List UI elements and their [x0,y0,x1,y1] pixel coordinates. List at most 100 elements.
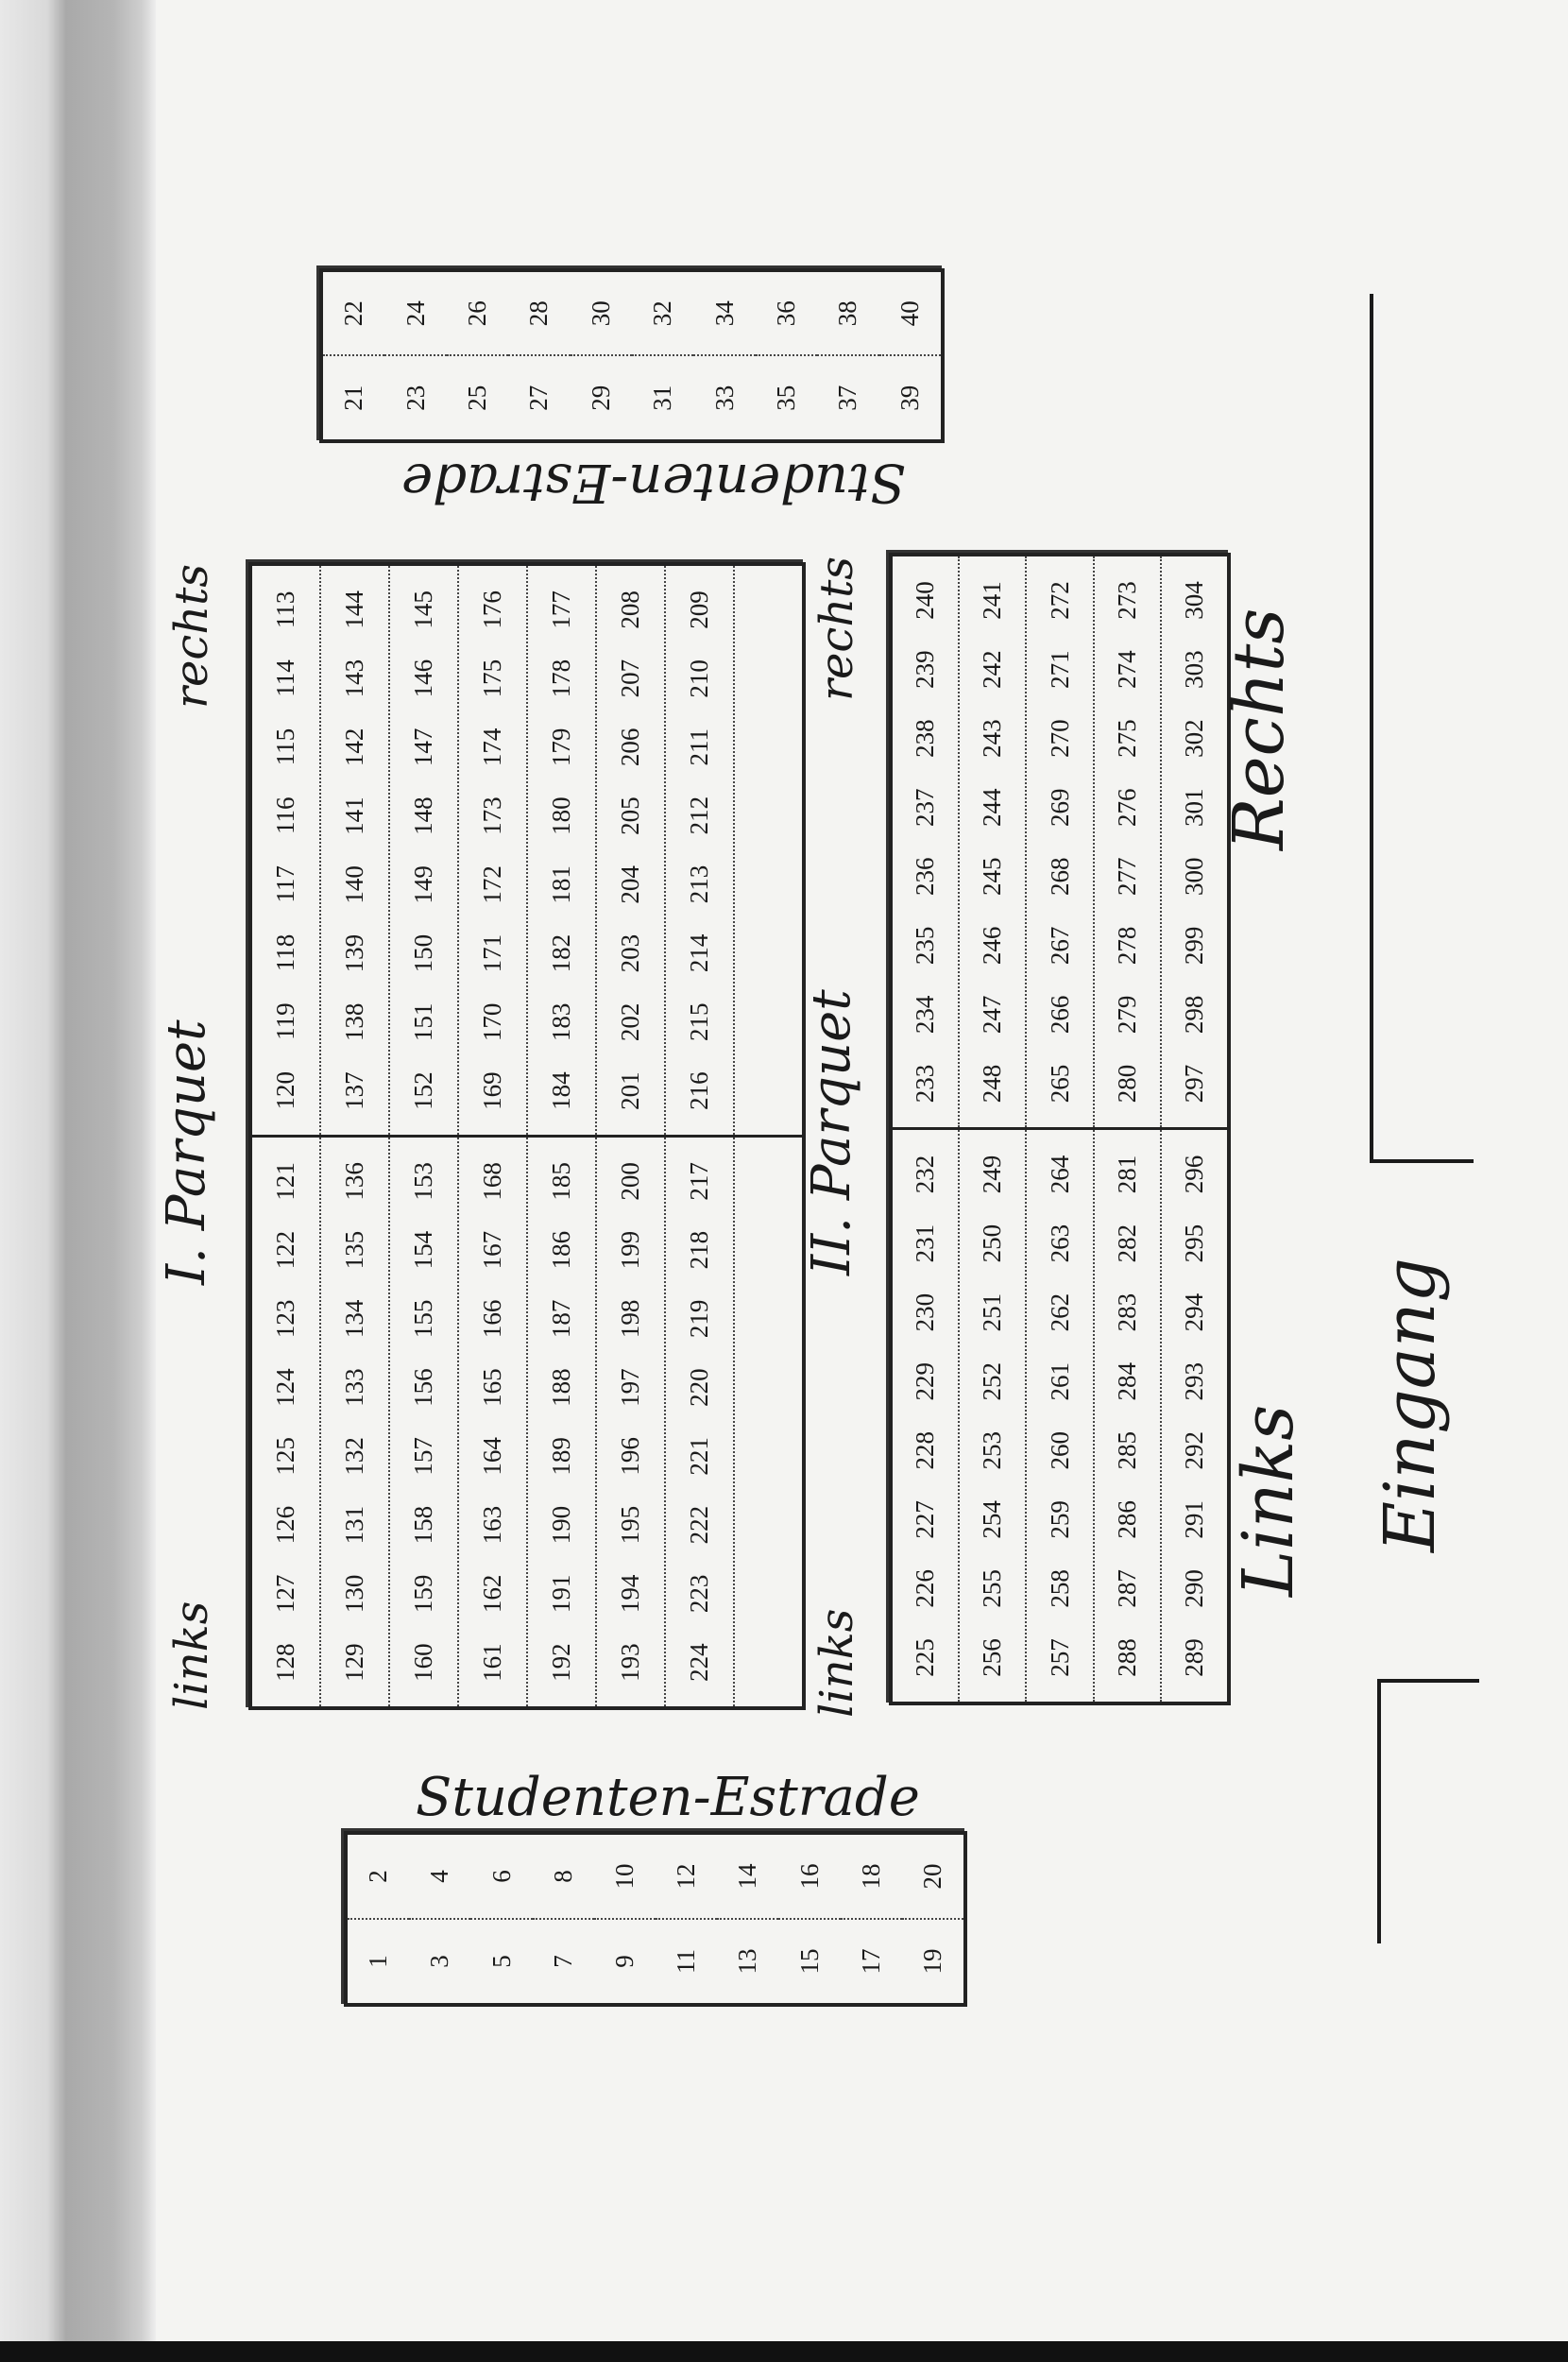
seat-number: 241 [978,581,1007,620]
seat-number: 181 [547,865,575,904]
seat-number: 267 [1045,926,1074,966]
seat-number: 213 [685,864,713,904]
seat-number: 141 [340,796,368,835]
seat-number: 196 [616,1437,644,1476]
seat-number: 158 [409,1505,437,1545]
seat-number: 192 [547,1643,575,1682]
seat-number: 20 [917,1863,946,1890]
seat-number: 229 [911,1361,940,1401]
seat-number: 280 [1112,1064,1141,1104]
seat-number: 117 [271,865,299,903]
seat-number: 246 [978,926,1007,966]
entrance-label: Eingang [1370,1258,1451,1552]
seat-number: 297 [1179,1064,1208,1104]
seat-number: 237 [911,788,940,827]
seat-number: 284 [1112,1361,1141,1401]
seat-number: 272 [1045,581,1074,620]
seat-number: 38 [833,300,862,327]
seat-number: 136 [340,1162,368,1201]
seat-number: 174 [478,727,506,767]
seat-number: 204 [616,865,644,904]
parquet-2-title: II. Parquet [801,989,862,1275]
seat-number: 152 [409,1071,437,1110]
seat-number: 23 [384,354,447,439]
seat-number: 242 [978,650,1007,689]
seat-number: 163 [478,1505,506,1545]
seat-number: 298 [1179,995,1208,1035]
seat-number: 190 [547,1505,575,1545]
seat-number: 210 [685,659,713,698]
seat-number: 10 [609,1863,639,1890]
seat-number: 258 [1045,1569,1074,1608]
seat-number: 151 [409,1002,437,1042]
seat-number: 291 [1179,1500,1208,1539]
seat-number: 142 [340,727,368,767]
seat-number: 183 [547,1002,575,1042]
seat-number: 195 [616,1505,644,1545]
seat-number: 188 [547,1368,575,1407]
seat-number: 22 [339,300,368,327]
seat-number: 130 [340,1574,368,1614]
seat-number: 292 [1179,1431,1208,1470]
seat-number: 164 [478,1437,506,1476]
seat-number: 289 [1179,1638,1208,1677]
seat-number: 33 [693,354,756,439]
seat-number: 304 [1179,581,1208,620]
seat-number: 135 [340,1230,368,1270]
seat-number: 251 [978,1292,1007,1332]
seat-number: 180 [547,796,575,835]
seat-number: 36 [772,300,801,327]
seat-number: 182 [547,933,575,973]
seat-number: 143 [340,659,368,698]
seat-number: 265 [1045,1064,1074,1104]
seat-number: 28 [524,300,554,327]
seat-number: 114 [271,659,299,697]
seat-row [735,566,802,1135]
seat-number: 247 [978,995,1007,1035]
seat-number: 177 [547,590,575,629]
seat-number: 254 [978,1500,1007,1539]
seat-number: 25 [446,354,509,439]
seat-number: 127 [271,1574,299,1614]
seat-number: 29 [570,354,633,439]
seat-number: 283 [1112,1292,1141,1332]
seat-number: 161 [478,1643,506,1682]
seat-number: 225 [911,1638,940,1677]
seat-number: 150 [409,933,437,973]
seat-number: 202 [616,1002,644,1042]
seat-number: 303 [1179,650,1208,689]
seat-number: 205 [616,796,644,835]
seat-number: 260 [1045,1431,1074,1470]
seat-number: 296 [1179,1155,1208,1194]
seat-number: 138 [340,1002,368,1042]
seat-number: 126 [271,1505,299,1545]
seat-number: 285 [1112,1431,1141,1470]
seat-number: 162 [478,1574,506,1614]
seat-number: 199 [616,1230,644,1270]
seat-number: 257 [1045,1638,1074,1677]
seat-number: 214 [685,933,713,973]
seat-number: 248 [978,1064,1007,1104]
seat-number: 269 [1045,788,1074,827]
seat-number: 255 [978,1569,1007,1608]
seat-number: 30 [586,300,615,327]
seat-number: 223 [685,1574,713,1614]
seat-number: 171 [478,933,506,973]
seat-number: 16 [794,1863,824,1890]
seat-number: 34 [709,300,739,327]
seat-number: 301 [1179,788,1208,827]
